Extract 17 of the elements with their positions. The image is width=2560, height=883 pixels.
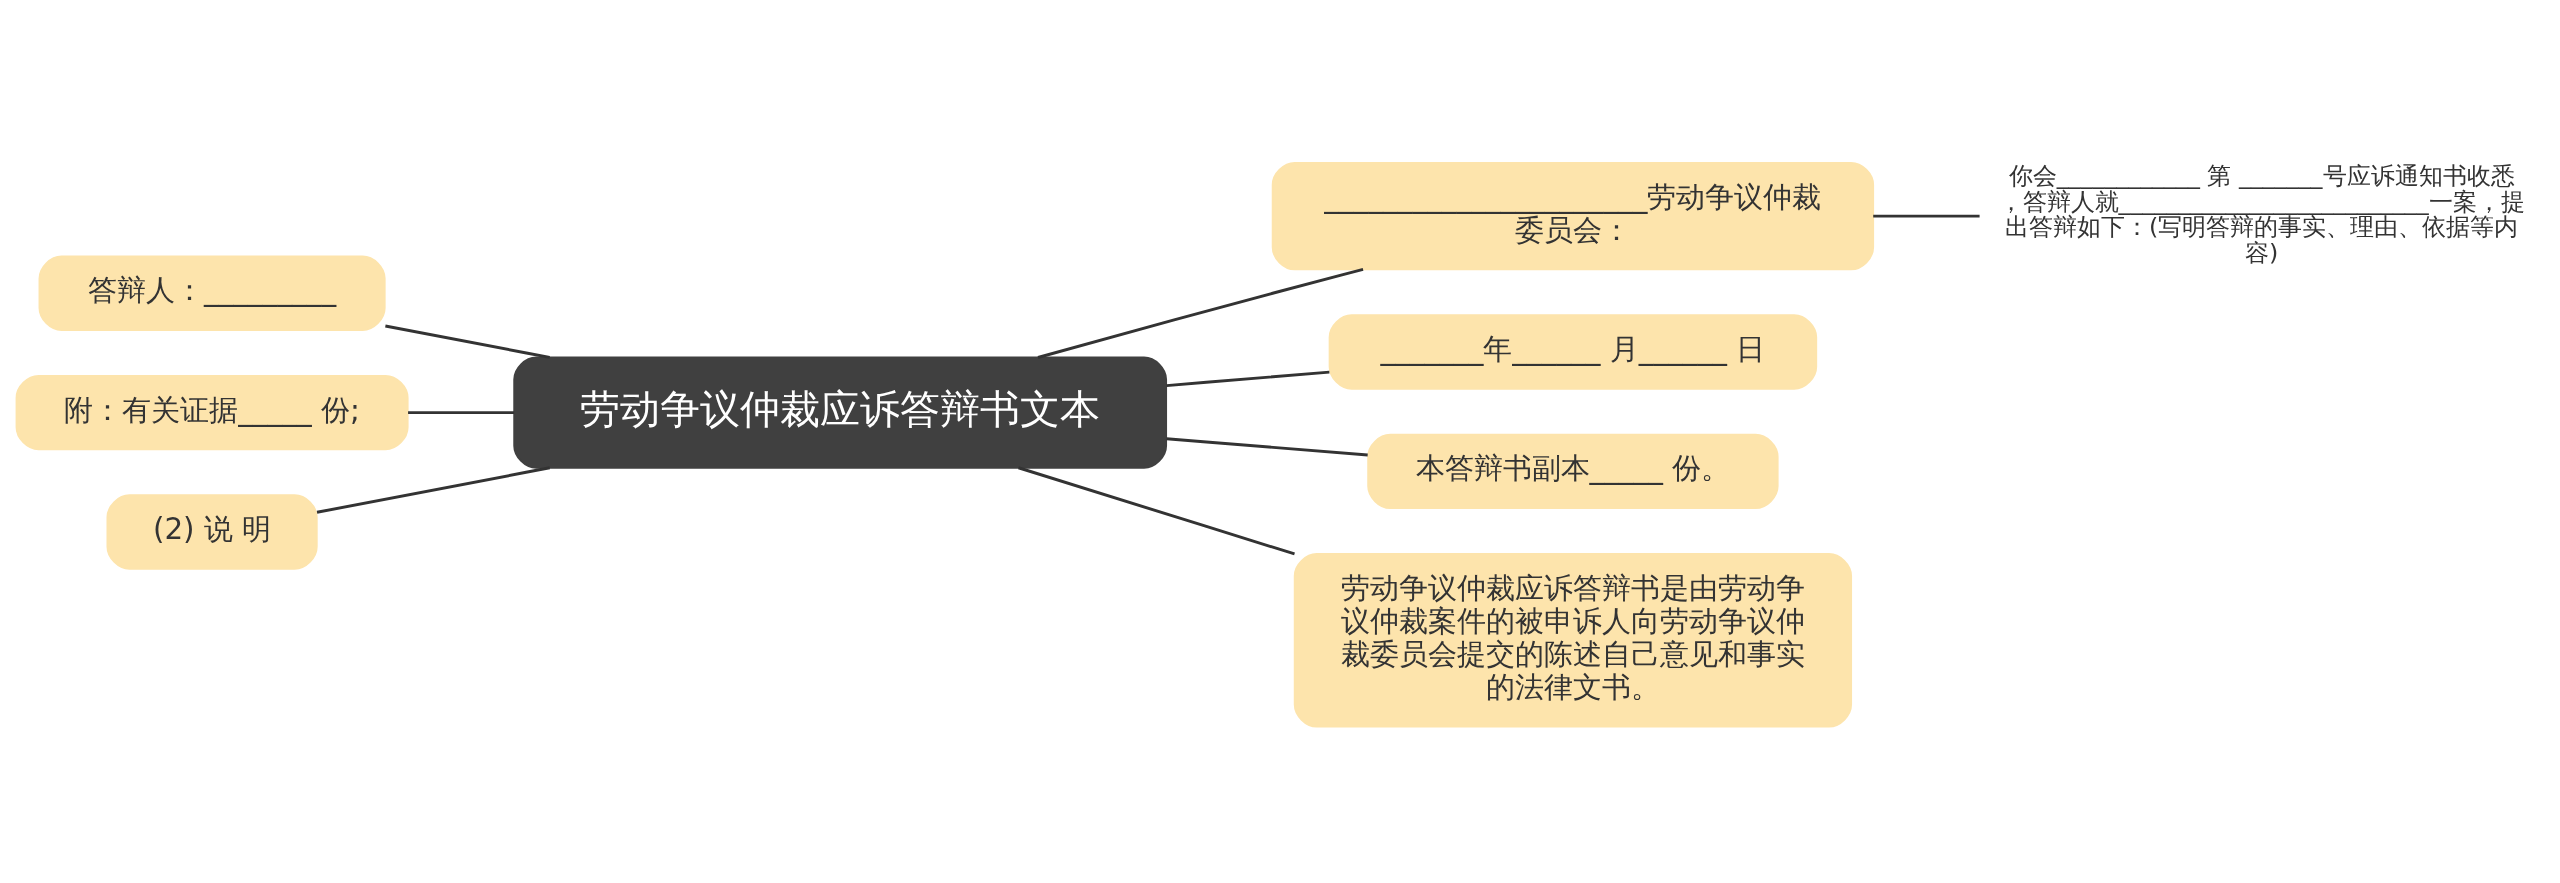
node-box: 附：有关证据_____ 份; bbox=[15, 374, 409, 450]
node-text: 你会____________ 第 _______号应诉通知书收悉，答辩人就__________________________一案，提出答辩如下：(写明答辩的事实、理由、依据等内容) bbox=[1998, 161, 2525, 267]
node-box: 劳动争议仲裁应诉答辩书文本 bbox=[513, 356, 1168, 469]
connector bbox=[408, 410, 515, 414]
node-box: ______________________劳动争议仲裁委员会： bbox=[1271, 161, 1875, 270]
connector bbox=[1166, 370, 1330, 387]
connector bbox=[1037, 267, 1364, 359]
node-box: (2) 说 明 bbox=[106, 493, 318, 570]
connector bbox=[1873, 214, 1980, 218]
node-box: _______年______ 月______ 日 bbox=[1328, 313, 1818, 390]
node-box: 劳动争议仲裁应诉答辩书是由劳动争议仲裁案件的被申诉人向劳动争议仲裁委员会提交的陈述自己意见和事实的法律文书。 bbox=[1293, 552, 1853, 728]
connector bbox=[385, 324, 550, 359]
node-box: 本答辩书副本_____ 份。 bbox=[1367, 433, 1779, 509]
node-box: 答辩人：_________ bbox=[38, 255, 386, 331]
connector bbox=[1018, 465, 1295, 555]
connector bbox=[1166, 436, 1368, 456]
connector bbox=[316, 465, 551, 514]
